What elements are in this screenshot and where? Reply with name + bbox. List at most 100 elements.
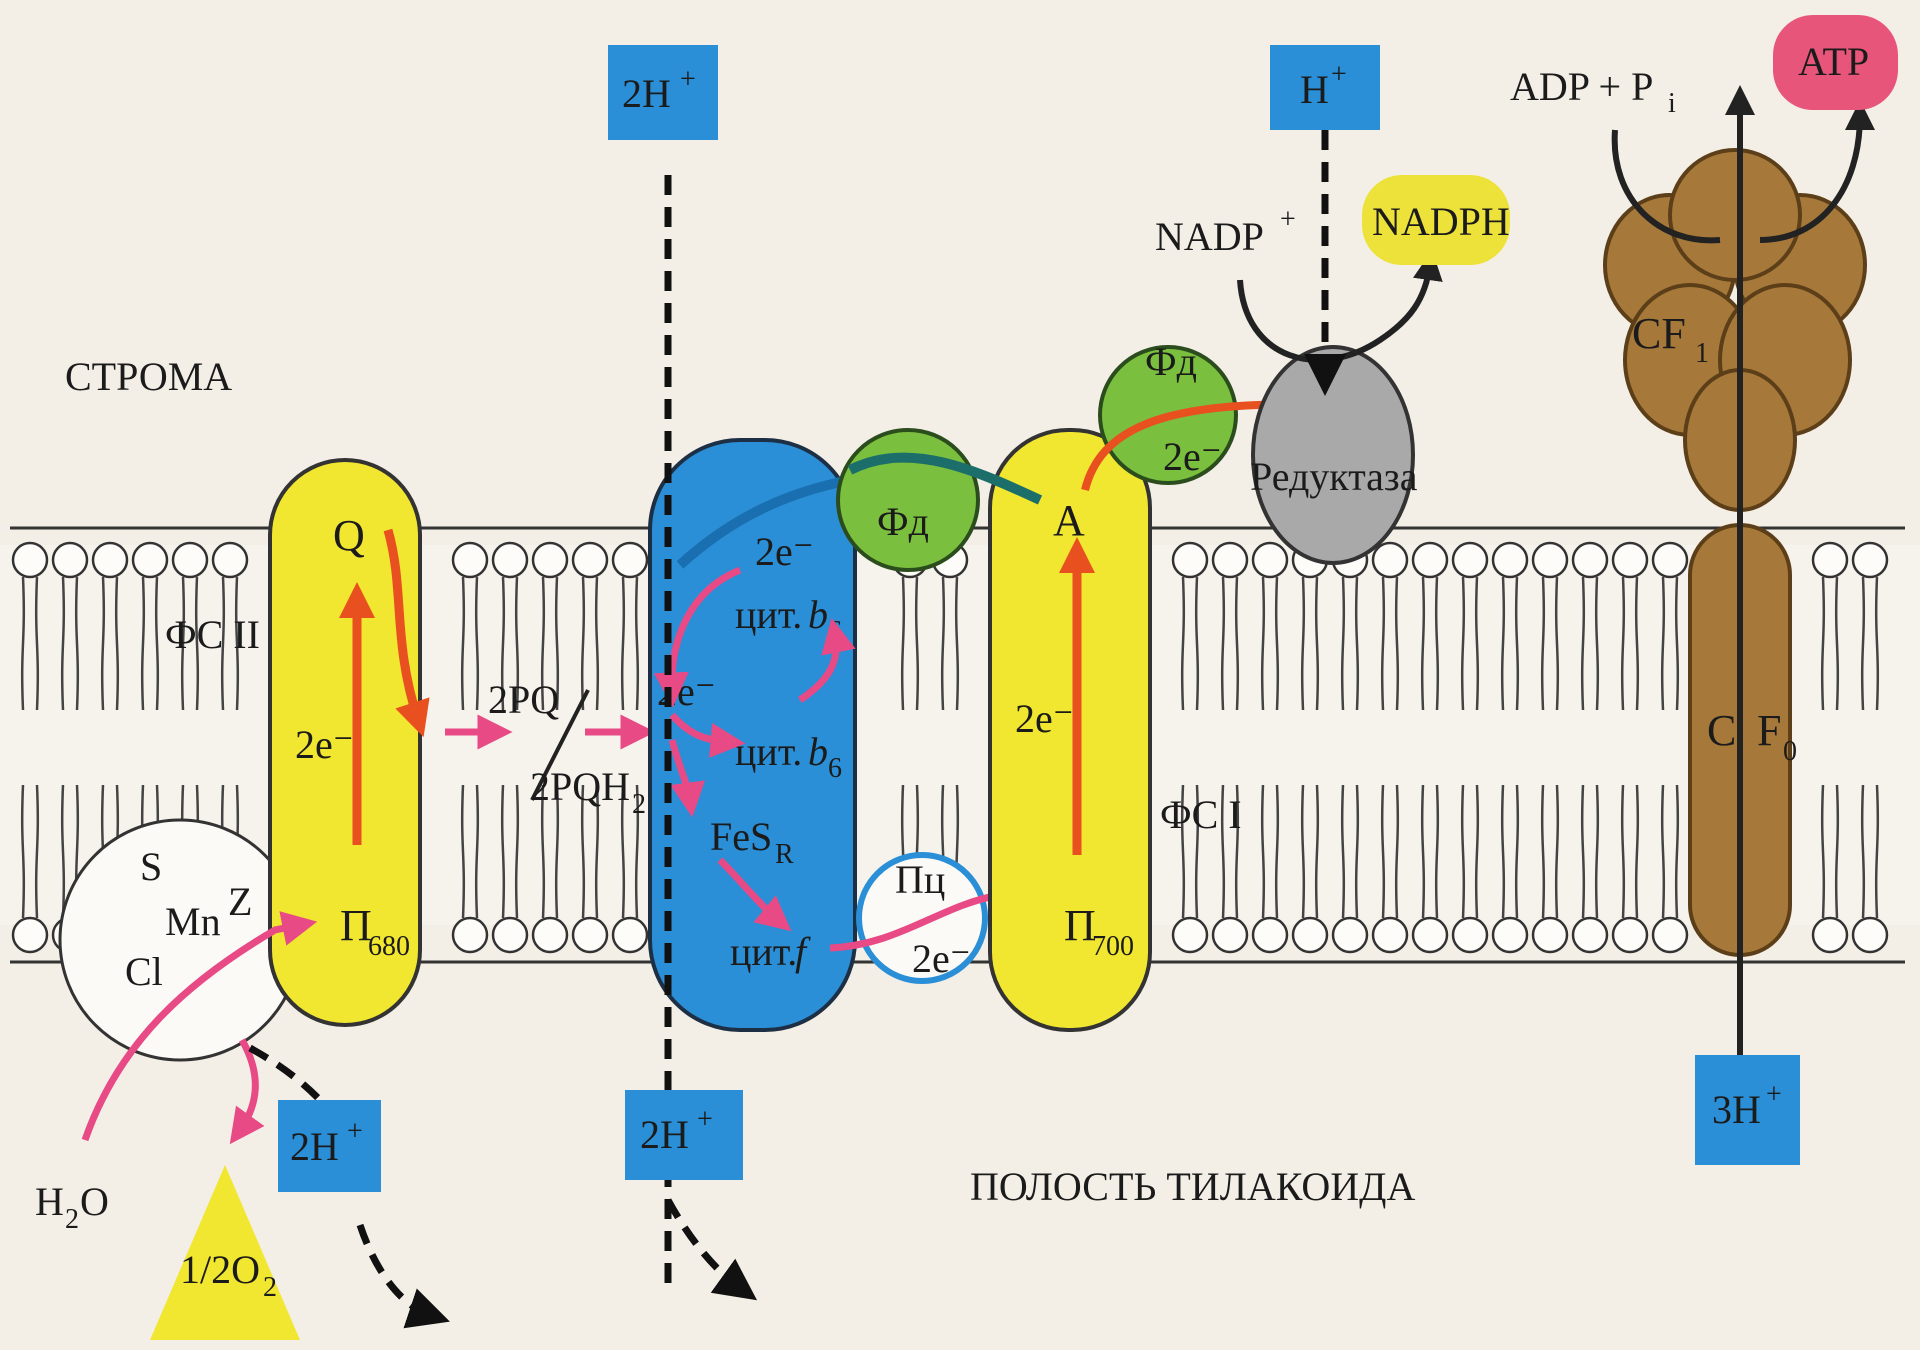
p680-label: П — [340, 901, 372, 950]
lipid-tail — [1262, 577, 1264, 710]
cf1-subscript: 1 — [1695, 338, 1709, 369]
lipid-head — [1653, 918, 1687, 952]
lipid-tail — [1636, 785, 1638, 918]
proton-box-reductase: H + — [1270, 45, 1380, 130]
lipid-tail — [596, 577, 598, 710]
lipid-tail — [1436, 785, 1438, 918]
a-label: A — [1053, 496, 1085, 545]
fd-electron-label: 2e⁻ — [1163, 434, 1222, 479]
lipid-tail — [36, 785, 38, 918]
lipid-tail — [1622, 785, 1624, 918]
lipid-tail — [22, 785, 24, 918]
lipid-tail — [1422, 577, 1424, 710]
lipid-head — [133, 543, 167, 577]
cyt-b6-label-1: цит. — [735, 592, 802, 637]
lipid-head — [1333, 918, 1367, 952]
h3-superscript: + — [1766, 1079, 1782, 1110]
lipid-tail — [1302, 785, 1304, 918]
lipid-head — [93, 543, 127, 577]
lipid-head — [1413, 918, 1447, 952]
lipid-tail — [1636, 577, 1638, 710]
lipid-tail — [1382, 785, 1384, 918]
lipid-head — [1653, 543, 1687, 577]
cf1-label: CF — [1632, 309, 1686, 358]
lipid-head — [1213, 918, 1247, 952]
lipid-tail — [1222, 577, 1224, 710]
lipid-head — [1453, 543, 1487, 577]
z-label: Z — [228, 879, 252, 924]
lipid-tail — [1662, 577, 1664, 710]
photosystem-2: Q 2e⁻ П 680 — [270, 460, 420, 1025]
fesr-subscript: R — [775, 839, 794, 870]
fesr-label: FeS — [710, 814, 772, 859]
ps1-electron-label: 2e⁻ — [1015, 696, 1074, 741]
lipid-tail — [636, 577, 638, 710]
lipid-head — [613, 918, 647, 952]
lipid-tail — [1876, 785, 1878, 918]
adp-subscript: i — [1668, 88, 1676, 119]
h2-cyt-top-superscript: + — [680, 64, 696, 95]
lipid-tail — [1356, 577, 1358, 710]
lipid-tail — [1556, 577, 1558, 710]
p700-subscript: 700 — [1092, 931, 1134, 962]
lipid-tail — [1436, 577, 1438, 710]
lipid-tail — [62, 785, 64, 918]
lipid-tail — [1836, 577, 1838, 710]
b6-letter-1: b — [808, 592, 828, 637]
o2-label: 1/2O — [180, 1247, 260, 1292]
nadp-label: NADP — [1155, 214, 1264, 259]
lipid-head — [1533, 543, 1567, 577]
ps2-electron-label: 2e⁻ — [295, 722, 354, 767]
fd-middle-label: Фд — [877, 499, 929, 544]
lipid-head — [1853, 543, 1887, 577]
lipid-tail — [1196, 577, 1198, 710]
lipid-head — [1213, 543, 1247, 577]
lipid-head — [173, 543, 207, 577]
fd-top-label: Фд — [1145, 339, 1197, 384]
lipid-tail — [1862, 577, 1864, 710]
lipid-tail — [1262, 785, 1264, 918]
pqh2-subscript: 2 — [632, 789, 646, 820]
pc-label: Пц — [895, 857, 945, 902]
mn-label: Mn — [165, 899, 221, 944]
lipid-head — [1813, 918, 1847, 952]
lipid-tail — [1876, 577, 1878, 710]
h2o-subscript: 2 — [65, 1204, 79, 1235]
lipid-head — [1573, 918, 1607, 952]
lipid-head — [1253, 918, 1287, 952]
lipid-tail — [1836, 785, 1838, 918]
lipid-head — [493, 543, 527, 577]
lipid-head — [1493, 543, 1527, 577]
cl-label: Cl — [125, 949, 163, 994]
h2-cyt-bottom-superscript: + — [697, 1104, 713, 1135]
h2o-oxygen-label: O — [80, 1179, 109, 1224]
ps2-label: ФС II — [165, 612, 260, 657]
lipid-tail — [36, 577, 38, 710]
lipid-tail — [142, 577, 144, 710]
lipid-tail — [1516, 577, 1518, 710]
lipid-tail — [956, 577, 958, 710]
lipid-head — [1413, 543, 1447, 577]
lipid-tail — [156, 577, 158, 710]
h2o-label: H — [35, 1179, 64, 1224]
cf0-subscript: 0 — [1783, 736, 1797, 767]
lipid-tail — [502, 785, 504, 918]
lipid-tail — [1502, 785, 1504, 918]
h-top-superscript: + — [1331, 59, 1347, 90]
cyt-electron-label-1: 2e⁻ — [755, 529, 814, 574]
lipid-tail — [1596, 785, 1598, 918]
lipid-tail — [1462, 577, 1464, 710]
proton-box-cyt-bottom: 2H + — [625, 1090, 743, 1180]
lipid-tail — [1542, 785, 1544, 918]
lipid-tail — [1342, 785, 1344, 918]
lipid-head — [1173, 543, 1207, 577]
lipid-tail — [1316, 785, 1318, 918]
o2-subscript: 2 — [263, 1272, 277, 1303]
lipid-head — [1373, 918, 1407, 952]
s-label: S — [140, 844, 162, 889]
proton-box-atp-synthase: 3H + — [1695, 1055, 1800, 1165]
pqh2-label: 2PQH — [530, 764, 630, 809]
reductase-label: Редуктаза — [1250, 454, 1418, 499]
lipid-tail — [622, 577, 624, 710]
cyt-f-label: цит. — [730, 929, 797, 974]
